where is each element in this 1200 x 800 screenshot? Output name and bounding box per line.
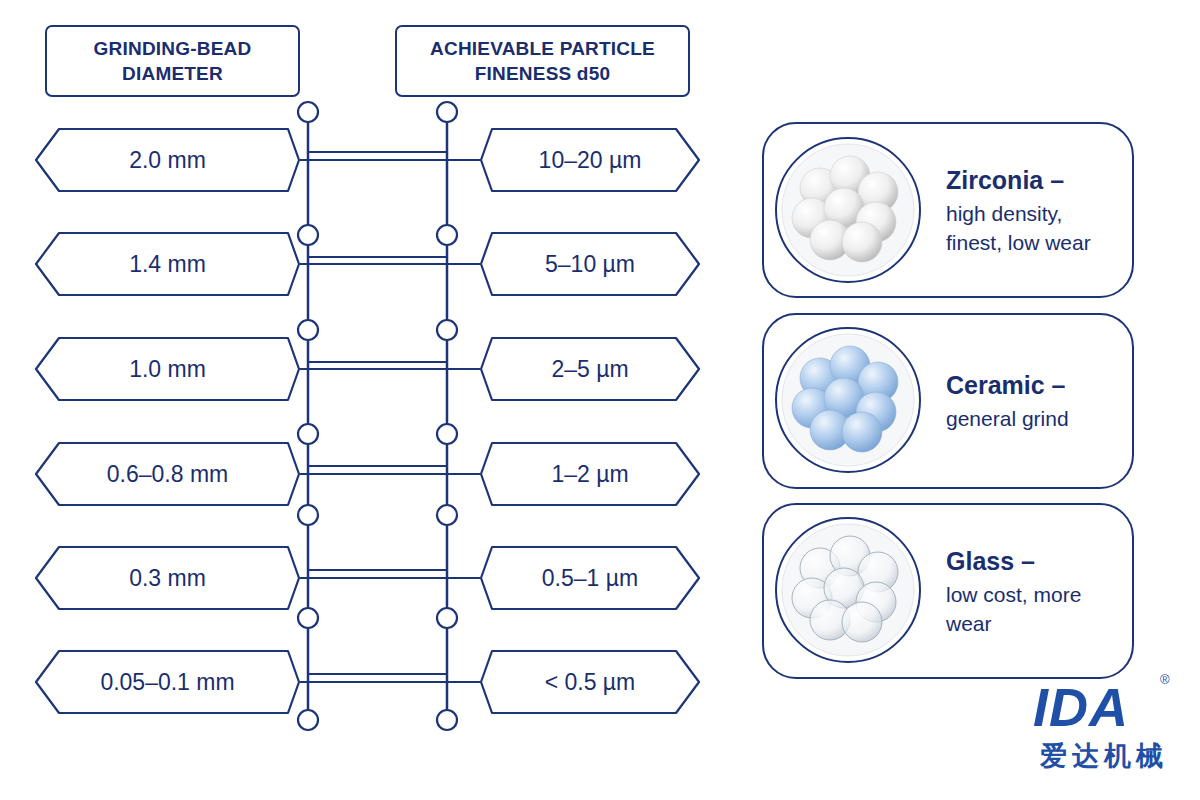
rung	[308, 673, 447, 675]
glass-illustration	[776, 518, 920, 662]
rung	[308, 465, 447, 467]
bead-diameter: 1.0 mm	[129, 356, 206, 383]
bead-diameter: 1.4 mm	[129, 251, 206, 278]
ladder-rung	[300, 681, 480, 683]
zirconia-illustration	[776, 138, 920, 282]
joint	[437, 320, 457, 340]
particle-fineness: 10–20 µm	[539, 147, 642, 174]
particle-fineness: 1–2 µm	[551, 461, 628, 488]
diameter-tag: 1.0 mm	[35, 337, 300, 401]
diameter-tag: 1.4 mm	[35, 232, 300, 296]
bead-cluster	[792, 156, 898, 262]
tag-shape	[36, 233, 299, 295]
tag-shape	[36, 651, 299, 713]
ladder-rungs	[308, 152, 447, 674]
ladder-rail	[307, 112, 310, 720]
particle-fineness: < 0.5 µm	[545, 669, 636, 696]
ladder-rung	[300, 159, 480, 161]
bead-diameter: 0.05–0.1 mm	[100, 669, 234, 696]
bead-diameter: 0.6–0.8 mm	[107, 461, 228, 488]
diameter-tag: 2.0 mm	[35, 128, 300, 192]
tag-shape	[36, 443, 299, 505]
joint	[298, 505, 318, 525]
particle-fineness: 5–10 µm	[545, 251, 635, 278]
rung	[308, 151, 447, 153]
bead-diameter: 2.0 mm	[129, 147, 206, 174]
rung	[308, 569, 447, 571]
joint	[298, 424, 318, 444]
joint	[298, 320, 318, 340]
ladder-joints	[298, 102, 457, 730]
joint	[298, 225, 318, 245]
joint	[437, 424, 457, 444]
fineness-tag: 5–10 µm	[480, 232, 700, 296]
illustration-inner	[782, 334, 914, 466]
bead-cluster	[792, 536, 898, 642]
media-name: Glass –	[946, 545, 1116, 577]
bead-cluster	[792, 346, 898, 452]
ladder-rail	[446, 112, 449, 720]
joint	[437, 225, 457, 245]
media-name: Zirconia –	[946, 164, 1116, 196]
particle-fineness: 0.5–1 µm	[542, 565, 638, 592]
diameter-tag: 0.3 mm	[35, 546, 300, 610]
tag-shape	[481, 233, 699, 295]
media-description: low cost, more wear	[946, 580, 1116, 638]
bead-diameter: 0.3 mm	[129, 565, 206, 592]
joint	[298, 710, 318, 730]
diameter-tag: 0.6–0.8 mm	[35, 442, 300, 506]
media-description: general grind	[946, 404, 1116, 433]
column-header: ACHIEVABLE PARTICLE FINENESS d50	[412, 36, 674, 86]
media-card: Zirconia –high density, finest, low wear	[762, 122, 1134, 298]
illustration-frame	[776, 518, 920, 662]
joint	[437, 102, 457, 122]
fineness-tag: 1–2 µm	[480, 442, 700, 506]
tag-shape	[481, 651, 699, 713]
illustration-inner	[782, 144, 914, 276]
fineness-tag: 10–20 µm	[480, 128, 700, 192]
joint	[437, 710, 457, 730]
logo-text: 爱达机械	[1040, 738, 1168, 774]
joint	[298, 608, 318, 628]
tag-shape	[36, 129, 299, 191]
media-name: Ceramic –	[946, 369, 1116, 401]
joint	[298, 102, 318, 122]
illustration-frame	[776, 328, 920, 472]
rung	[308, 256, 447, 258]
fineness-tag: 0.5–1 µm	[480, 546, 700, 610]
media-description: high density, finest, low wear	[946, 199, 1116, 257]
joint	[437, 505, 457, 525]
ladder-rung	[300, 263, 480, 265]
illustration-frame	[776, 138, 920, 282]
tag-shape	[481, 547, 699, 609]
rung	[308, 361, 447, 363]
tag-shape	[481, 129, 699, 191]
column-header-box: GRINDING-BEAD DIAMETER	[45, 25, 300, 97]
fineness-tag: 2–5 µm	[480, 337, 700, 401]
column-header: GRINDING-BEAD DIAMETER	[60, 36, 286, 86]
particle-fineness: 2–5 µm	[551, 356, 628, 383]
ladder-rung	[300, 577, 480, 579]
media-card: Ceramic – general grind	[762, 313, 1134, 489]
ladder-rung	[300, 368, 480, 370]
registered-mark: ®	[1160, 672, 1170, 687]
illustration-inner	[782, 524, 914, 656]
ladder-rung	[300, 473, 480, 475]
media-card: Glass –low cost, more wear	[762, 503, 1134, 679]
logo-mark: IDA	[1033, 676, 1129, 738]
fineness-tag: < 0.5 µm	[480, 650, 700, 714]
tag-shape	[481, 443, 699, 505]
joint	[437, 608, 457, 628]
tag-shape	[36, 547, 299, 609]
column-header-box: ACHIEVABLE PARTICLE FINENESS d50	[395, 25, 690, 97]
tag-shape	[36, 338, 299, 400]
diameter-tag: 0.05–0.1 mm	[35, 650, 300, 714]
ceramic-illustration	[776, 328, 920, 472]
tag-shape	[481, 338, 699, 400]
